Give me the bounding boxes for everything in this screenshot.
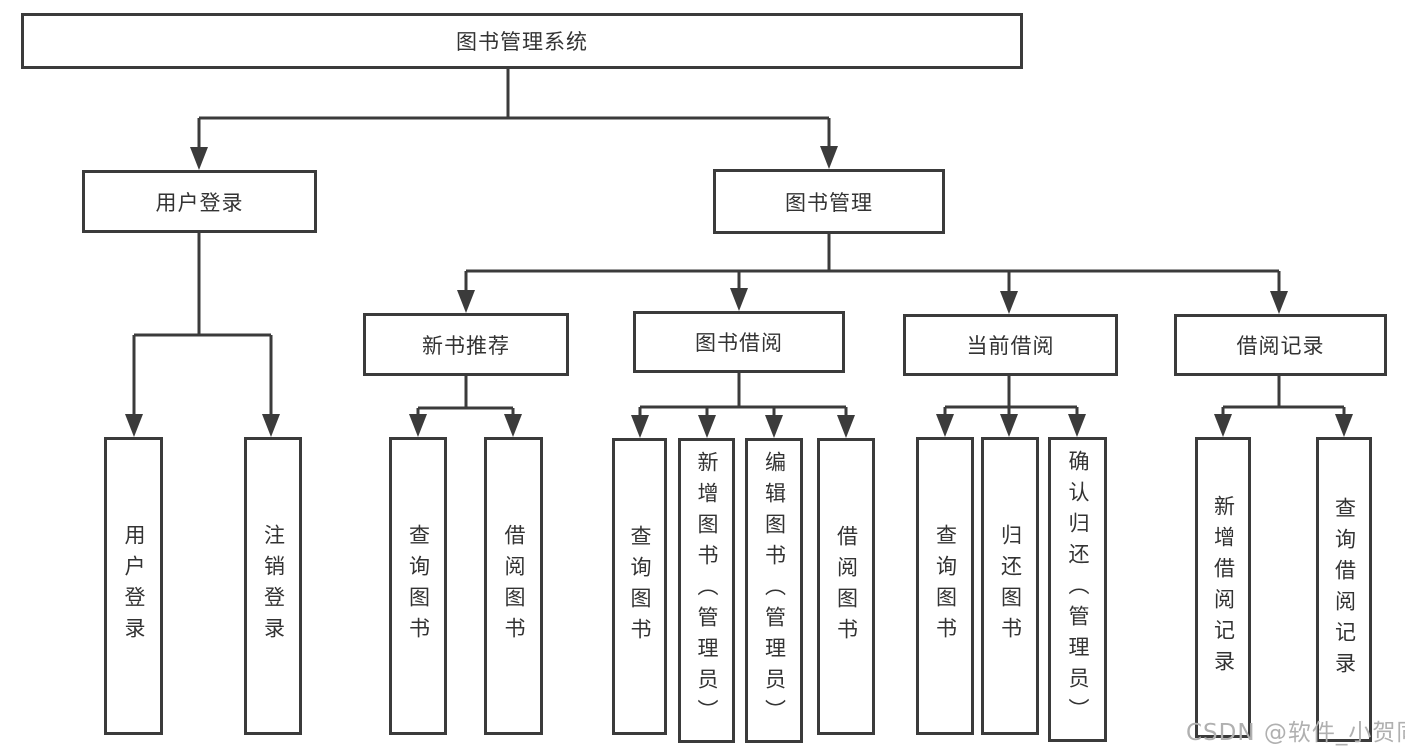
arrow-to-new-book-recommend (457, 290, 475, 313)
leaf-logout-label: 注销登录 (261, 524, 286, 648)
leaf-borrowing-query-books: 查询图书 (612, 438, 667, 735)
leaf-user-login-label: 用户登录 (122, 524, 146, 648)
leaf-borrowing-borrow-books-label: 借阅图书 (834, 524, 859, 649)
arrow-to-current-query (936, 414, 954, 437)
arrow-to-borrowing-add (698, 415, 716, 438)
leaf-recommend-borrow-books-label: 借阅图书 (502, 524, 526, 648)
leaf-current-query-books-label: 查询图书 (933, 524, 958, 648)
arrow-to-record-add (1214, 414, 1232, 437)
leaf-borrowing-borrow-books: 借阅图书 (817, 438, 875, 735)
leaf-edit-books-admin-label: 编辑图书（管理员） (762, 451, 787, 730)
arrow-to-recommend-query (409, 414, 427, 437)
node-current-borrowing: 当前借阅 (903, 314, 1118, 376)
leaf-return-books: 归还图书 (981, 437, 1039, 735)
leaf-edit-books-admin: 编辑图书（管理员） (745, 438, 803, 743)
tree-edges (132, 69, 1346, 420)
leaf-add-borrow-record-label: 新增借阅记录 (1211, 494, 1236, 681)
arrow-to-record-query (1335, 414, 1353, 437)
arrow-to-borrowing-edit (765, 415, 783, 438)
leaf-current-query-books: 查询图书 (916, 437, 974, 735)
leaf-borrowing-query-books-label: 查询图书 (628, 524, 652, 649)
node-borrowing-records: 借阅记录 (1174, 314, 1387, 376)
csdn-watermark: CSDN @软件_小贺同学 (1186, 720, 1405, 746)
arrow-to-user-login (190, 147, 208, 170)
node-user-login: 用户登录 (82, 170, 317, 233)
leaf-confirm-return-admin: 确认归还（管理员） (1048, 437, 1107, 742)
arrow-to-borrowing-query (631, 415, 649, 438)
arrow-to-book-borrowing (730, 288, 748, 311)
leaf-recommend-query-books-label: 查询图书 (406, 524, 431, 648)
arrow-to-current-confirm (1068, 414, 1086, 437)
leaf-recommend-borrow-books: 借阅图书 (484, 437, 543, 735)
leaf-add-borrow-record: 新增借阅记录 (1195, 437, 1251, 738)
node-new-book-recommend: 新书推荐 (363, 313, 569, 376)
arrow-to-leaf-user-login (125, 414, 143, 437)
leaf-return-books-label: 归还图书 (998, 524, 1023, 648)
leaf-add-books-admin-label: 新增图书（管理员） (695, 451, 719, 730)
arrowheads (125, 146, 1353, 438)
leaf-user-login: 用户登录 (104, 437, 163, 735)
leaf-query-borrow-record: 查询借阅记录 (1316, 437, 1372, 742)
node-root: 图书管理系统 (21, 13, 1023, 69)
leaf-confirm-return-admin-label: 确认归还（管理员） (1066, 450, 1090, 729)
arrow-to-leaf-logout (262, 414, 280, 437)
arrow-to-current-borrowing (1000, 291, 1018, 314)
arrow-to-recommend-borrow (504, 414, 522, 437)
arrow-to-borrowing-borrow (837, 415, 855, 438)
leaf-recommend-query-books: 查询图书 (389, 437, 447, 735)
leaf-logout: 注销登录 (244, 437, 302, 735)
arrow-to-current-return (1000, 414, 1018, 437)
arrow-to-borrowing-records (1270, 291, 1288, 314)
leaf-query-borrow-record-label: 查询借阅记录 (1332, 496, 1357, 683)
arrow-to-book-management (820, 146, 838, 169)
node-book-management: 图书管理 (713, 169, 945, 234)
node-book-borrowing: 图书借阅 (633, 311, 845, 373)
leaf-add-books-admin: 新增图书（管理员） (678, 438, 735, 743)
